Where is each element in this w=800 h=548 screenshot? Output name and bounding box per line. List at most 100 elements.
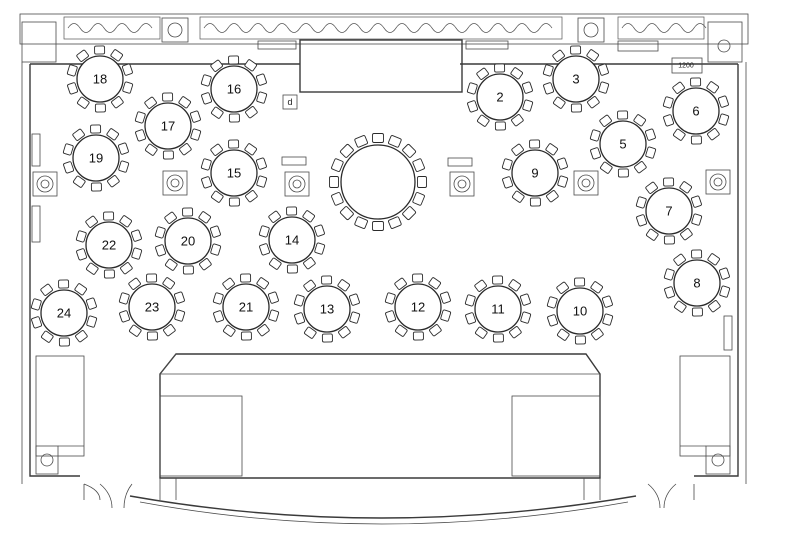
chair [467, 100, 478, 113]
chair [41, 330, 54, 343]
chair [293, 294, 305, 307]
chair [146, 331, 158, 341]
chair [76, 248, 87, 261]
pillars [32, 169, 731, 197]
chair [508, 279, 521, 292]
chair [672, 81, 685, 94]
chair [155, 244, 166, 257]
chair [511, 114, 524, 127]
chair [691, 249, 703, 259]
chair [645, 128, 656, 141]
chair [402, 143, 417, 158]
table-6: 6 [662, 77, 730, 145]
chair [663, 177, 675, 187]
chair [286, 264, 298, 274]
table-2: 2 [466, 63, 534, 131]
chair [354, 216, 368, 229]
chair [122, 81, 134, 94]
chair [520, 311, 532, 324]
chair [590, 281, 603, 294]
chair [268, 309, 280, 322]
table-top [552, 55, 600, 103]
chair [62, 143, 74, 156]
chair [145, 143, 158, 156]
chair [501, 158, 513, 171]
chair [222, 277, 235, 290]
table-top [128, 283, 176, 331]
chair [40, 283, 53, 296]
chair [646, 228, 659, 241]
chair [388, 216, 402, 229]
table-number: 9 [531, 166, 538, 181]
chair [590, 147, 601, 160]
table-top [511, 149, 559, 197]
chair [673, 128, 686, 141]
chair [663, 235, 675, 245]
pillar-inner-ring [170, 178, 180, 188]
chair [587, 96, 600, 109]
chair [598, 81, 610, 94]
table-9: 9 [501, 139, 569, 207]
table-24: 24 [30, 279, 98, 347]
chair [107, 175, 120, 188]
chair [198, 211, 211, 224]
chair [512, 190, 525, 203]
chair [394, 277, 407, 290]
chair [429, 324, 442, 337]
chair [520, 293, 531, 306]
chair [174, 291, 185, 304]
chair [165, 258, 178, 271]
chair [210, 143, 223, 156]
chair [708, 300, 721, 313]
chair [314, 242, 326, 255]
chair [718, 95, 729, 108]
chair [440, 291, 451, 304]
chair [707, 128, 720, 141]
chair [63, 161, 74, 174]
table-12: 12 [384, 273, 452, 341]
chair [645, 146, 657, 159]
chair [58, 279, 70, 289]
chair [75, 330, 88, 343]
chair [228, 113, 240, 123]
table-number: 12 [411, 300, 425, 315]
table-15: 15 [200, 139, 268, 207]
pillar-outer-ring [709, 173, 727, 191]
chair [552, 49, 565, 62]
chair [228, 55, 240, 65]
pillar [449, 171, 475, 197]
chair [440, 309, 452, 322]
chair [591, 328, 604, 341]
chair [76, 49, 89, 62]
chair [268, 291, 279, 304]
head-table [329, 133, 427, 231]
chair [268, 210, 281, 223]
chair [673, 253, 686, 266]
chair [706, 81, 719, 94]
chair [494, 63, 506, 73]
chair [228, 139, 240, 149]
chair [30, 298, 42, 311]
chair [574, 277, 586, 287]
chair [602, 313, 614, 326]
chair [118, 142, 129, 155]
left-bay [35, 355, 85, 475]
chair [674, 300, 687, 313]
table-10: 10 [546, 277, 614, 345]
chair [244, 143, 257, 156]
chair [474, 279, 487, 292]
screen-platform [299, 39, 463, 93]
table-14: 14 [258, 206, 326, 274]
chair [131, 247, 143, 260]
chair [212, 292, 224, 305]
chair [664, 286, 675, 299]
right-bay [679, 355, 731, 475]
chair [589, 129, 601, 142]
chair [303, 279, 316, 292]
chair [210, 225, 221, 238]
chair [131, 229, 142, 242]
small-box: d [282, 94, 298, 110]
chair [680, 228, 693, 241]
table-number: 20 [181, 234, 195, 249]
